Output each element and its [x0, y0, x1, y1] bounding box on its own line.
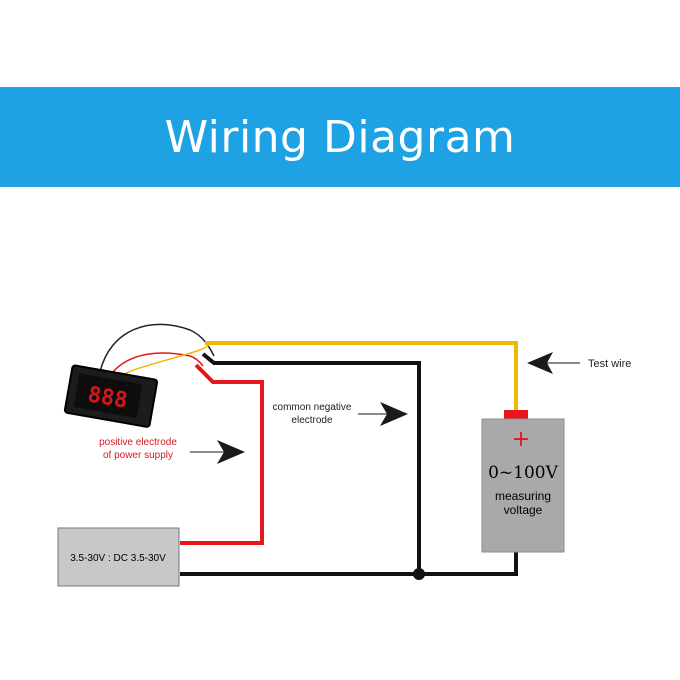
- common-negative-label-line1: common negative: [273, 402, 352, 413]
- positive-electrode-label-line2: of power supply: [103, 450, 173, 461]
- positive-electrode-label-line1: positive electrode: [99, 437, 177, 448]
- yellow-test-wire: [205, 341, 518, 411]
- header-banner: Wiring Diagram: [0, 87, 680, 187]
- test-wire-label: Test wire: [588, 358, 631, 370]
- meter-lead-red: [111, 352, 204, 374]
- meter-lead-yellow: [121, 343, 211, 376]
- measured-voltage-source: + 0~100V measuring voltage: [481, 410, 565, 553]
- black-negative-wire-bottom: [180, 552, 518, 576]
- common-negative-label-line2: electrode: [291, 415, 333, 426]
- page-title: Wiring Diagram: [164, 111, 516, 163]
- voltage-text: voltage: [504, 503, 543, 517]
- arrow-common-negative: [358, 402, 408, 426]
- black-negative-wire-top: [201, 352, 421, 574]
- arrow-left-icon: [527, 352, 553, 374]
- voltage-range: 0~100V: [488, 463, 559, 483]
- arrow-right-icon: [217, 440, 245, 464]
- voltmeter: 888: [63, 364, 159, 428]
- arrow-test-wire: [527, 352, 580, 374]
- junction-dot: [413, 568, 425, 580]
- plus-icon: +: [512, 427, 530, 452]
- measuring-text: measuring: [495, 489, 551, 503]
- arrow-right-icon: [380, 402, 408, 426]
- power-supply: 3.5-30V : DC 3.5-30V: [57, 527, 180, 587]
- power-supply-label: 3.5-30V : DC 3.5-30V: [70, 553, 166, 564]
- arrow-positive-electrode: [190, 440, 245, 464]
- red-positive-wire: [180, 363, 264, 545]
